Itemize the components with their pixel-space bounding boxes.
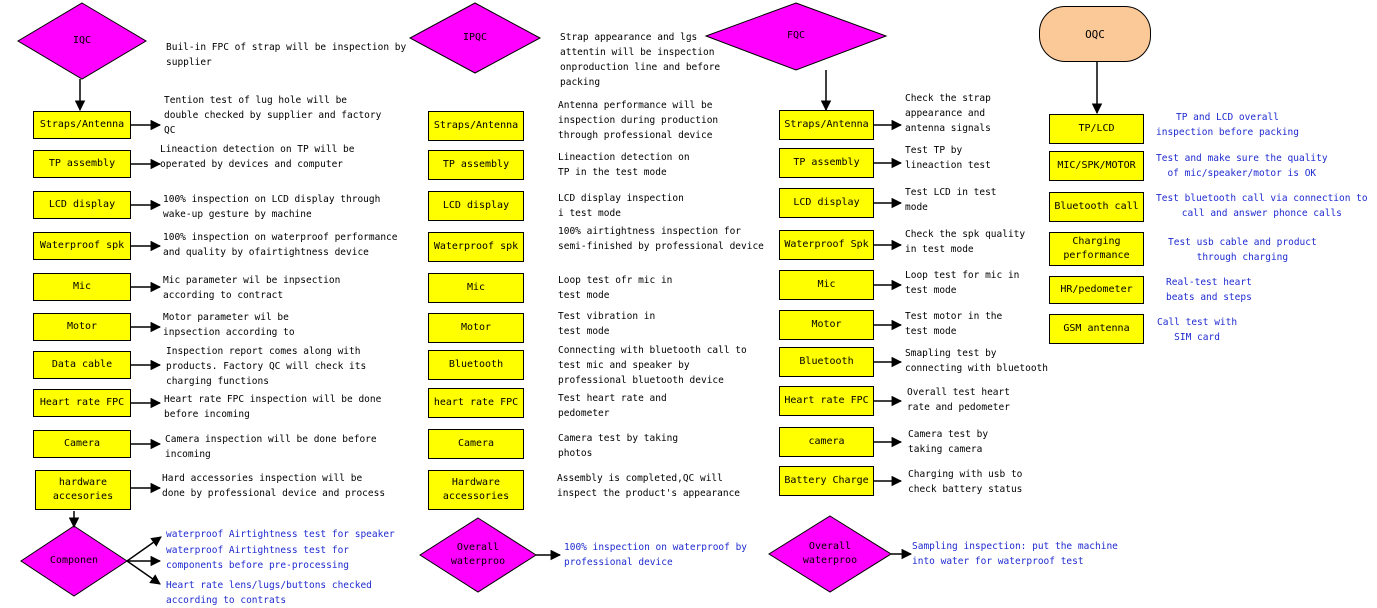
fqc-note: Test motor in the test mode xyxy=(905,311,1003,337)
iqc-box-data-cable: Data cable xyxy=(33,351,131,379)
ipqc-note: 100% airtightness inspection for semi-fi… xyxy=(558,226,764,252)
ipqc-box-heart-rate-fpc: heart rate FPC xyxy=(428,388,524,418)
ipqc-note: Assembly is completed,QC will inspect th… xyxy=(557,473,741,499)
fqc-note: Test LCD in test mode xyxy=(905,187,997,213)
fqc-box-waterproof-spk: Waterproof Spk xyxy=(779,230,874,260)
iqc-final-label: Componen xyxy=(49,555,99,566)
iqc-box-waterproof-spk: Waterproof spk xyxy=(33,232,131,260)
iqc-box-motor: Motor xyxy=(33,313,131,341)
fqc-box-straps-antenna: Straps/Antenna xyxy=(779,110,874,140)
ipqc-note: Test heart rate and pedometer xyxy=(558,393,667,419)
iqc-note: Tention test of lug hole will be double … xyxy=(164,95,382,136)
ipqc-box-lcd-display: LCD display xyxy=(428,191,524,221)
oqc-box-bluetooth-call: Bluetooth call xyxy=(1049,192,1144,222)
fqc-final-label: Overall waterproo xyxy=(802,541,858,566)
fqc-box-mic: Mic xyxy=(779,270,874,300)
oqc-box-gsm-antenna: GSM antenna xyxy=(1049,314,1144,344)
fqc-final-diamond xyxy=(768,515,892,593)
fqc-note: Camera test by taking camera xyxy=(908,429,989,455)
ipqc-box-straps-antenna: Straps/Antenna xyxy=(428,111,524,141)
connector xyxy=(126,536,162,562)
fqc-note: Smapling test by connecting with bluetoo… xyxy=(905,348,1048,374)
fqc-diamond xyxy=(704,2,888,71)
fqc-box-motor: Motor xyxy=(779,310,874,340)
fqc-box-camera: camera xyxy=(779,427,874,457)
iqc-note: Lineaction detection on TP will be opera… xyxy=(160,144,355,170)
ipqc-title-note: Strap appearance and lgs attentin will b… xyxy=(560,32,721,88)
iqc-note: Heart rate FPC inspection will be done b… xyxy=(164,394,382,420)
ipqc-final-note: 100% inspection on waterproof by profess… xyxy=(564,542,748,568)
fqc-box-heart-rate-fpc: Heart rate FPC xyxy=(779,386,874,416)
fqc-box-tp-assembly: TP assembly xyxy=(779,148,874,178)
fqc-box-battery-charge: Battery Charge xyxy=(779,466,874,496)
iqc-box-tp-assembly: TP assembly xyxy=(33,150,131,178)
iqc-diamond xyxy=(17,2,147,80)
iqc-final-note: Heart rate lens/lugs/buttons checked acc… xyxy=(166,580,372,606)
oqc-note: Test bluetooth call via connection to ca… xyxy=(1156,193,1368,219)
connector xyxy=(126,560,161,585)
iqc-title: IQC xyxy=(72,35,92,46)
ipqc-final-label: Overall waterproo xyxy=(450,542,506,567)
ipqc-box-bluetooth: Bluetooth xyxy=(428,350,524,380)
iqc-box-camera: Camera xyxy=(33,430,131,458)
fqc-note: Check the strap appearance and antenna s… xyxy=(905,93,991,134)
iqc-note: Motor parameter wil be inpsection accord… xyxy=(163,312,295,338)
oqc-note: Test usb cable and product through charg… xyxy=(1168,237,1317,263)
fqc-title: FQC xyxy=(786,30,806,41)
ipqc-note: Antenna performance will be inspection d… xyxy=(558,100,719,141)
ipqc-box-hardware-accessories: Hardware accessories xyxy=(428,470,524,510)
iqc-title-note: Buil-in FPC of strap will be inspection … xyxy=(166,42,407,68)
ipqc-note: Test vibration in test mode xyxy=(558,311,656,337)
iqc-note: Inspection report comes along with produ… xyxy=(166,346,367,387)
fqc-final-note: Sampling inspection: put the machine int… xyxy=(912,541,1118,567)
iqc-box-straps-antenna: Straps/Antenna xyxy=(33,111,131,139)
ipqc-note: Camera test by taking photos xyxy=(558,433,679,459)
oqc-title: OQC xyxy=(1039,6,1151,62)
fqc-note: Check the spk quality in test mode xyxy=(905,229,1026,255)
iqc-note: Mic parameter wil be inpsection accordin… xyxy=(163,275,341,301)
fqc-box-bluetooth: Bluetooth xyxy=(779,347,874,377)
oqc-box-charging-performance: Charging performance xyxy=(1049,232,1144,266)
ipqc-note: Lineaction detection on TP in the test m… xyxy=(558,152,690,178)
oqc-note: Call test with SIM card xyxy=(1157,317,1238,343)
ipqc-box-motor: Motor xyxy=(428,313,524,343)
ipqc-diamond xyxy=(408,2,542,74)
ipqc-final-diamond xyxy=(419,517,537,593)
fqc-note: Overall test heart rate and pedometer xyxy=(907,387,1010,413)
oqc-note: TP and LCD overall inspection before pac… xyxy=(1156,112,1299,138)
oqc-box-mic-spk-motor: MIC/SPK/MOTOR xyxy=(1049,151,1144,181)
iqc-note: Camera inspection will be done before in… xyxy=(165,434,377,460)
iqc-box-mic: Mic xyxy=(33,273,131,301)
iqc-note: 100% inspection on LCD display through w… xyxy=(163,194,381,220)
iqc-note: 100% inspection on waterproof performanc… xyxy=(163,232,398,258)
oqc-box-tp-lcd: TP/LCD xyxy=(1049,114,1144,144)
ipqc-note: LCD display inspection i test mode xyxy=(558,193,684,219)
iqc-box-lcd-display: LCD display xyxy=(33,191,131,219)
ipqc-box-camera: Camera xyxy=(428,429,524,459)
oqc-note: Real-test heart beats and steps xyxy=(1166,277,1252,303)
iqc-box-heart-rate-fpc: Heart rate FPC xyxy=(33,389,131,417)
ipqc-note: Connecting with bluetooth call to test m… xyxy=(558,345,747,386)
iqc-note: Hard accessories inspection will be done… xyxy=(162,473,386,499)
fqc-box-lcd-display: LCD display xyxy=(779,188,874,218)
oqc-box-hr-pedometer: HR/pedometer xyxy=(1049,276,1144,304)
fqc-note: Test TP by lineaction test xyxy=(905,145,991,171)
ipqc-title: IPQC xyxy=(462,32,488,43)
iqc-final-note: waterproof Airtightness test for speaker xyxy=(166,529,395,540)
iqc-box-hardware-accesories: hardware accesories xyxy=(35,470,131,510)
iqc-final-diamond xyxy=(20,525,128,597)
ipqc-box-tp-assembly: TP assembly xyxy=(428,150,524,180)
oqc-note: Test and make sure the quality of mic/sp… xyxy=(1156,153,1328,179)
ipqc-box-waterproof-spk: Waterproof spk xyxy=(428,232,524,262)
fqc-note: Charging with usb to check battery statu… xyxy=(908,469,1023,495)
ipqc-note: Loop test ofr mic in test mode xyxy=(558,275,673,301)
ipqc-box-mic: Mic xyxy=(428,273,524,303)
iqc-final-note: waterproof Airtightness test for compone… xyxy=(166,545,350,571)
fqc-note: Loop test for mic in test mode xyxy=(905,270,1020,296)
